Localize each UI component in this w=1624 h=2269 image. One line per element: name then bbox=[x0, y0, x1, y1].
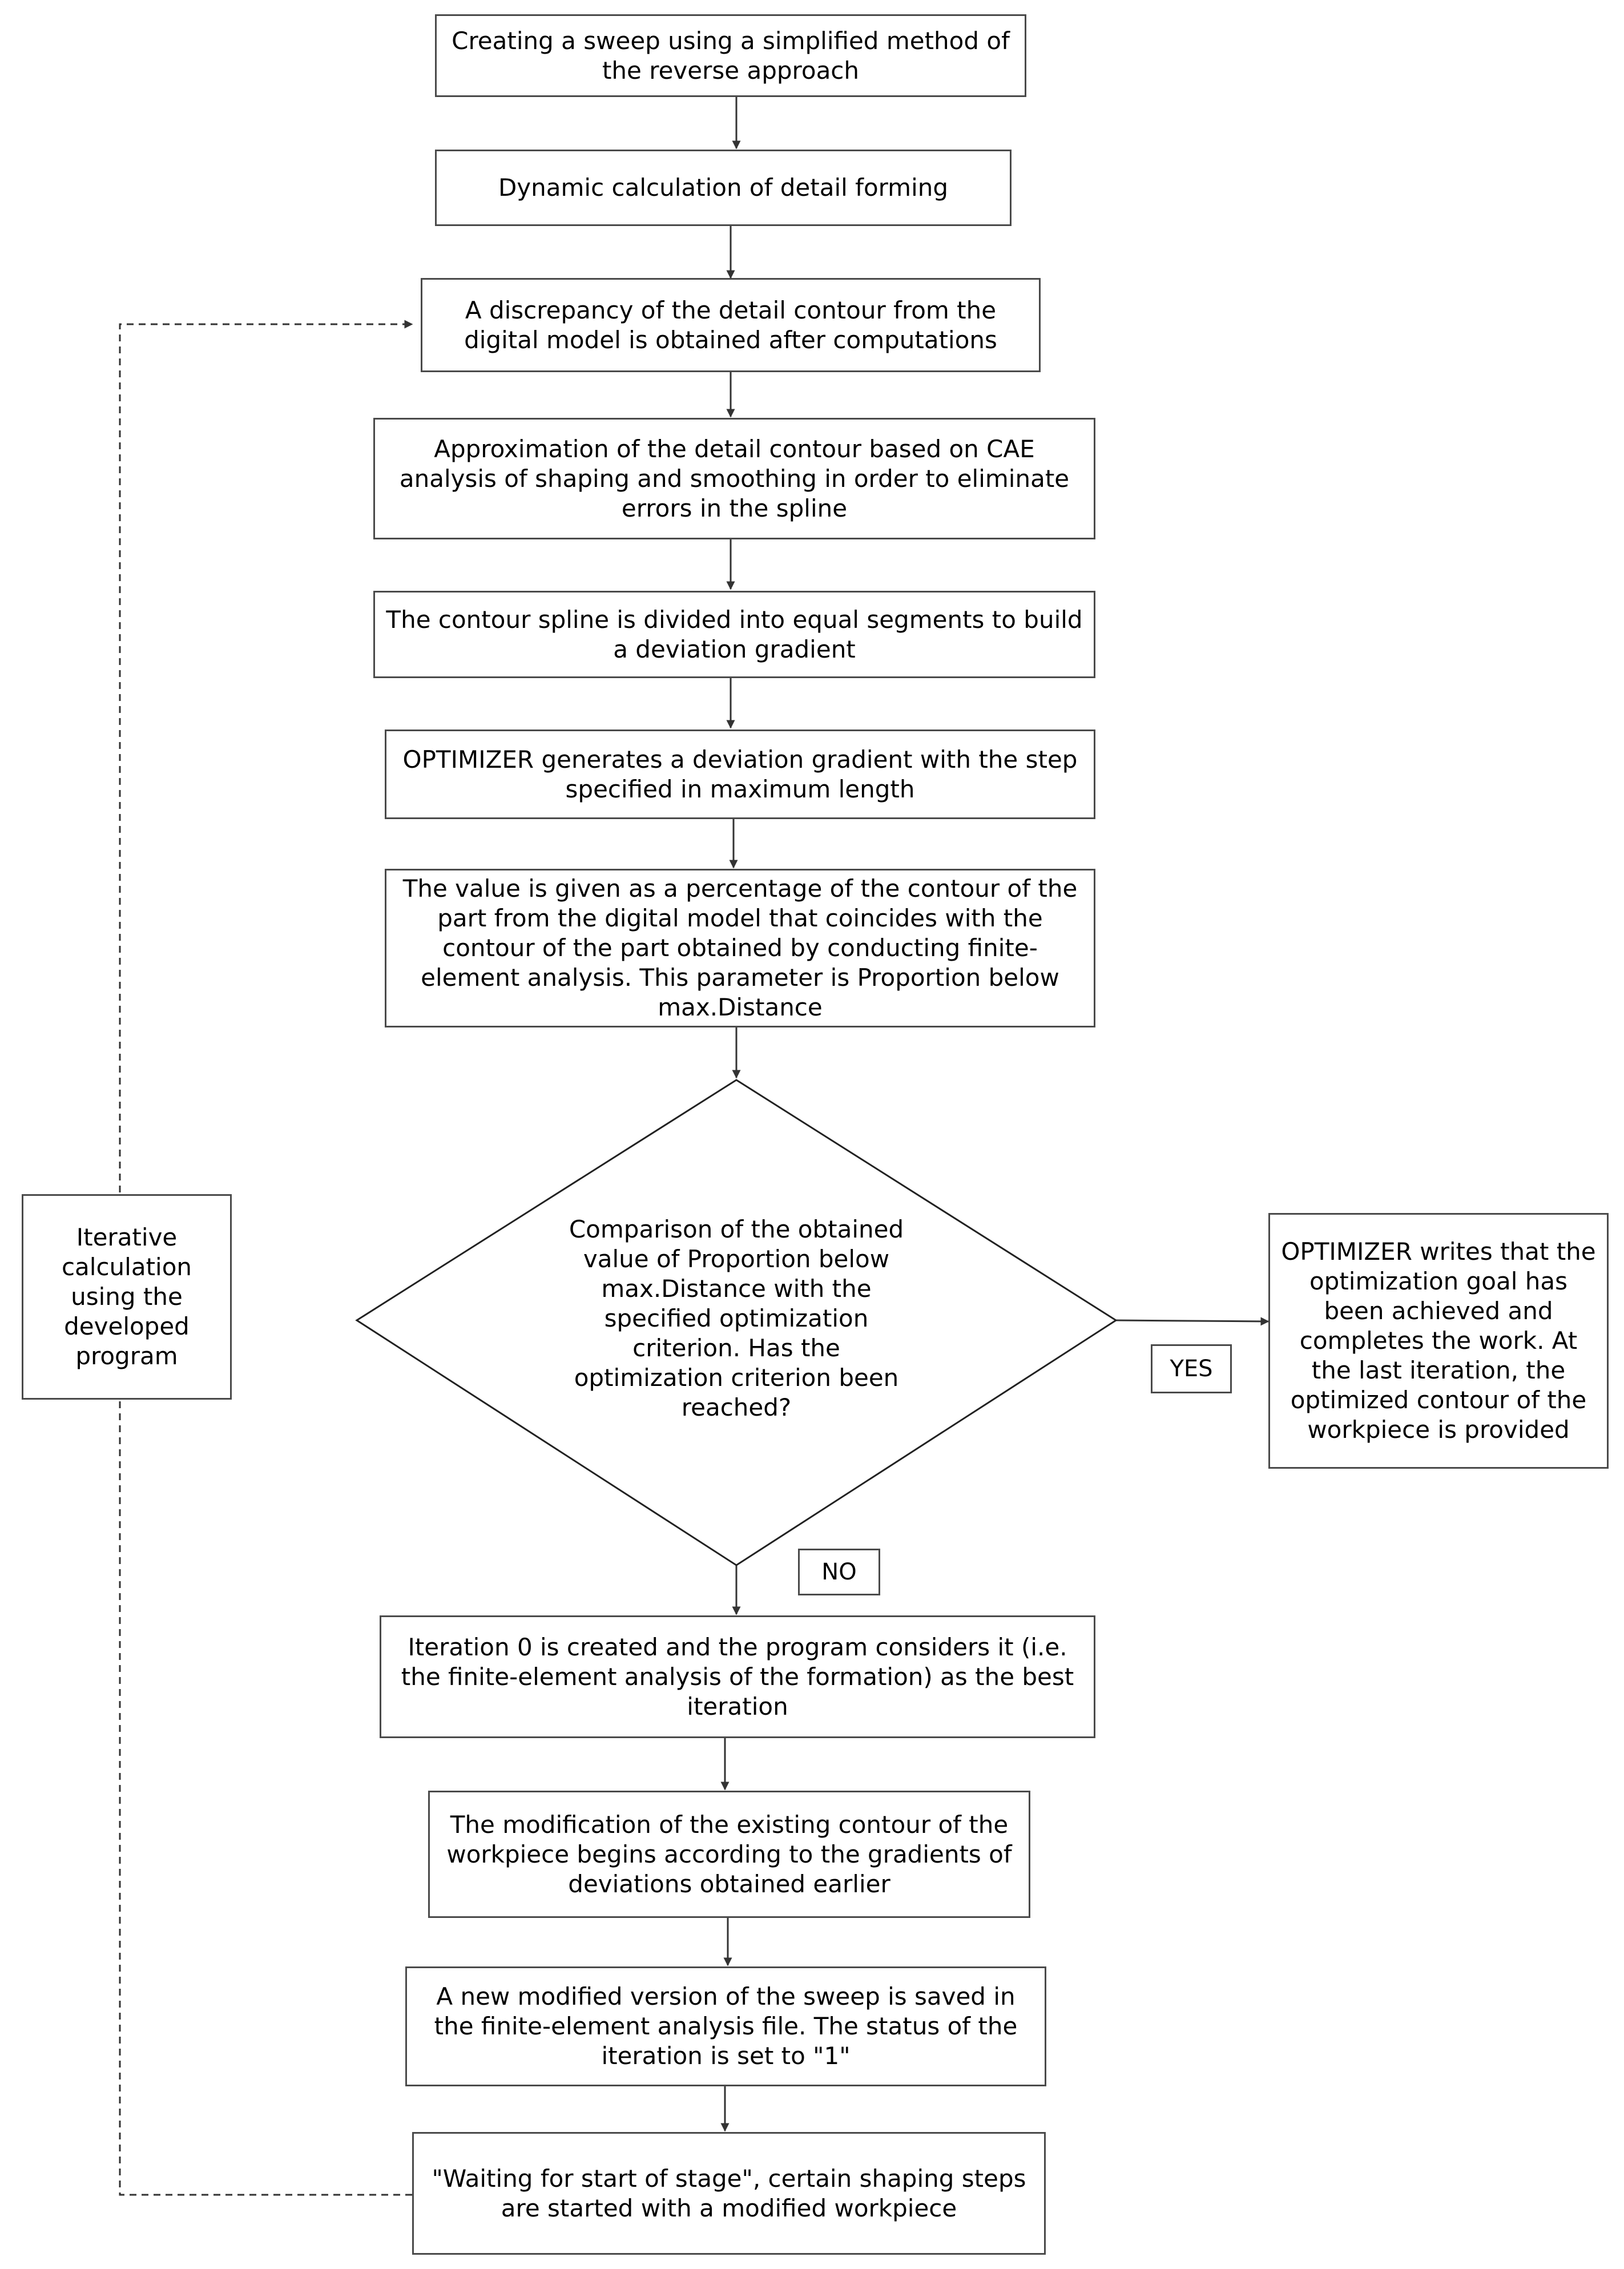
process-box-contour-modification-text: The modification of the existing contour… bbox=[446, 1810, 1012, 1898]
process-box-optimizer-gradient-text: OPTIMIZER generates a deviation gradient… bbox=[402, 745, 1078, 803]
process-box-percentage-value: The value is given as a percentage of th… bbox=[385, 869, 1095, 1027]
process-box-percentage-value-text: The value is given as a percentage of th… bbox=[402, 874, 1078, 1021]
iterative-calculation-box: Iterative calculation using the develope… bbox=[22, 1194, 232, 1400]
process-box-approximation-text: Approximation of the detail contour base… bbox=[399, 434, 1070, 522]
process-box-approximation: Approximation of the detail contour base… bbox=[373, 418, 1095, 539]
process-box-optimizer-gradient: OPTIMIZER generates a deviation gradient… bbox=[385, 730, 1095, 819]
process-box-create-sweep: Creating a sweep using a simplified meth… bbox=[435, 14, 1026, 97]
process-box-discrepancy: A discrepancy of the detail contour from… bbox=[421, 278, 1041, 372]
process-box-optimization-achieved: OPTIMIZER writes that the optimization g… bbox=[1268, 1213, 1609, 1469]
process-box-iteration-zero: Iteration 0 is created and the program c… bbox=[380, 1615, 1095, 1738]
process-box-dynamic-calculation-text: Dynamic calculation of detail forming bbox=[498, 174, 949, 201]
process-box-contour-modification: The modification of the existing contour… bbox=[428, 1791, 1030, 1918]
process-box-new-sweep-saved-text: A new modified version of the sweep is s… bbox=[434, 1982, 1018, 2070]
arrow-decision-yes bbox=[1115, 1317, 1270, 1326]
process-box-waiting-for-stage-text: "Waiting for start of stage", certain sh… bbox=[432, 2164, 1026, 2222]
no-label-text: NO bbox=[821, 1559, 857, 1585]
process-box-iteration-zero-text: Iteration 0 is created and the program c… bbox=[401, 1633, 1074, 1720]
process-box-dynamic-calculation: Dynamic calculation of detail forming bbox=[435, 150, 1012, 226]
process-box-create-sweep-text: Creating a sweep using a simplified meth… bbox=[452, 26, 1010, 84]
yes-label-text: YES bbox=[1170, 1356, 1213, 1382]
process-box-waiting-for-stage: "Waiting for start of stage", certain sh… bbox=[412, 2132, 1046, 2255]
yes-label: YES bbox=[1151, 1344, 1232, 1393]
no-label: NO bbox=[798, 1549, 880, 1595]
process-box-contour-spline: The contour spline is divided into equal… bbox=[373, 591, 1095, 678]
iterative-calculation-text: Iterative calculation using the develope… bbox=[61, 1223, 192, 1370]
process-box-discrepancy-text: A discrepancy of the detail contour from… bbox=[464, 296, 997, 354]
decision-diamond bbox=[355, 1079, 1118, 1566]
process-box-contour-spline-text: The contour spline is divided into equal… bbox=[386, 605, 1083, 663]
process-box-optimization-achieved-text: OPTIMIZER writes that the optimization g… bbox=[1281, 1238, 1596, 1444]
process-box-new-sweep-saved: A new modified version of the sweep is s… bbox=[405, 1966, 1046, 2086]
decision-text: Comparison of the obtained value of Prop… bbox=[569, 1215, 904, 1421]
